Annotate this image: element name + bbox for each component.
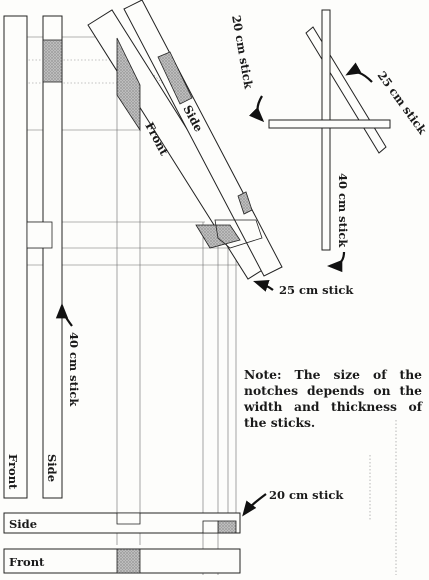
label-front-horizontal: Front <box>9 555 45 569</box>
assembled-40cm-stick <box>321 9 331 251</box>
arrow-40cm-left <box>55 302 73 327</box>
arrow-25cm-mid <box>253 280 274 292</box>
notch-outline-bottom <box>214 219 263 249</box>
notch-front-top <box>116 37 141 132</box>
notch-side-top <box>42 39 63 83</box>
note-text: Note: The size of the notches depends on… <box>244 367 422 430</box>
label-20cm-stick-top: 20 cm stick <box>229 14 256 91</box>
arrow-40cm-top <box>326 251 346 273</box>
front-stick-vertical <box>3 15 28 499</box>
notch-side-mid <box>26 221 53 249</box>
label-20cm-stick-bottom: 20 cm stick <box>269 488 344 502</box>
side-stick-vertical <box>42 15 63 499</box>
assembled-sticks <box>268 9 391 251</box>
arrow-20cm-top <box>248 95 265 123</box>
label-40cm-stick-top: 40 cm stick <box>336 173 350 248</box>
arrow-25cm-top <box>345 62 373 83</box>
notch-bottom-side <box>116 512 141 525</box>
notch-side-diag-top <box>157 51 193 105</box>
label-40cm-stick-left: 40 cm stick <box>67 332 81 407</box>
notch-bottom-right <box>217 520 237 534</box>
vertical-sticks <box>3 15 63 499</box>
label-front-vertical: Front <box>6 454 20 490</box>
arrows <box>55 62 373 517</box>
label-side-horizontal: Side <box>9 517 37 531</box>
projection-lines <box>4 36 245 575</box>
label-25cm-stick-mid: 25 cm stick <box>279 283 354 297</box>
notch-bottom-right-open <box>202 520 219 534</box>
assembled-25cm-stick <box>305 26 387 154</box>
notch-bottom-front <box>116 548 141 574</box>
arrow-20cm-bottom <box>242 493 267 517</box>
label-side-vertical: Side <box>45 454 59 482</box>
assembled-20cm-stick <box>268 119 391 129</box>
notch-side-diag-bottom <box>237 191 253 215</box>
